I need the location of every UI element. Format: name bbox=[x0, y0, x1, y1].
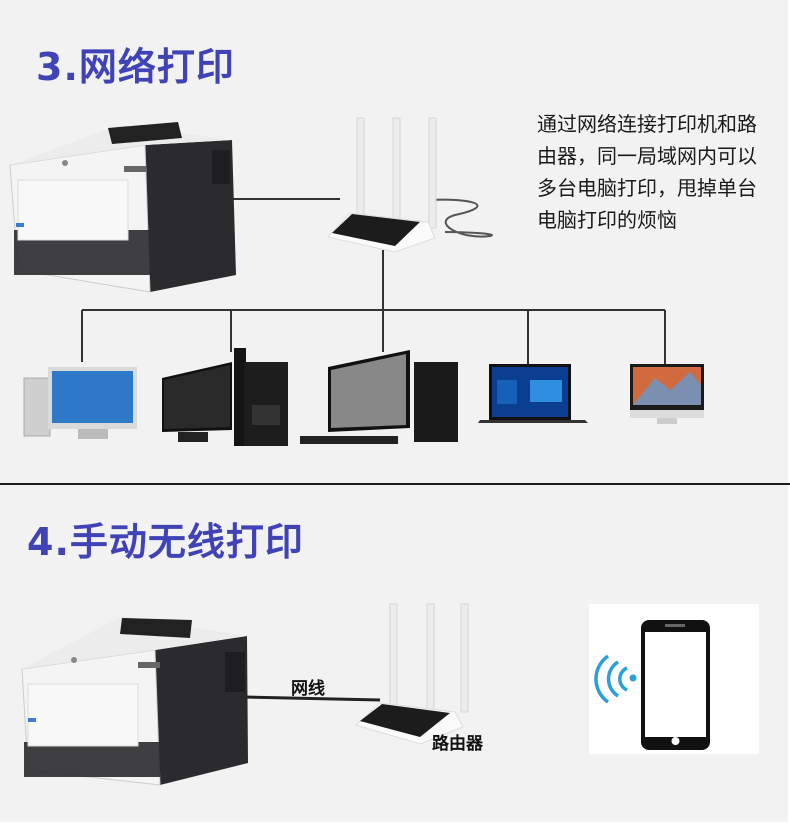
cable-label: 网线 bbox=[291, 679, 325, 699]
router-icon bbox=[355, 603, 469, 745]
windows-laptop-icon bbox=[478, 364, 588, 423]
mac-desktop-icon bbox=[23, 367, 137, 439]
router-icon bbox=[327, 117, 437, 253]
section-4-title: 4.手动无线打印 bbox=[27, 520, 304, 564]
section-3-description: 通过网络连接打印机和路由器，同一局域网内可以多台电脑打印，甩掉单台电脑打印的烦恼 bbox=[537, 112, 757, 232]
printer-icon bbox=[21, 616, 248, 786]
network-cables bbox=[81, 198, 666, 364]
desktop-with-keyboard-icon bbox=[300, 350, 458, 444]
tower-desktop-icon bbox=[162, 348, 288, 446]
printer-icon bbox=[9, 122, 236, 293]
router-label: 路由器 bbox=[432, 734, 483, 754]
section-divider bbox=[0, 483, 790, 485]
ethernet-cable bbox=[244, 695, 381, 702]
section-3-title: 3.网络打印 bbox=[36, 45, 235, 89]
imac-icon bbox=[630, 364, 704, 424]
smartphone-wifi-icon bbox=[589, 604, 759, 754]
